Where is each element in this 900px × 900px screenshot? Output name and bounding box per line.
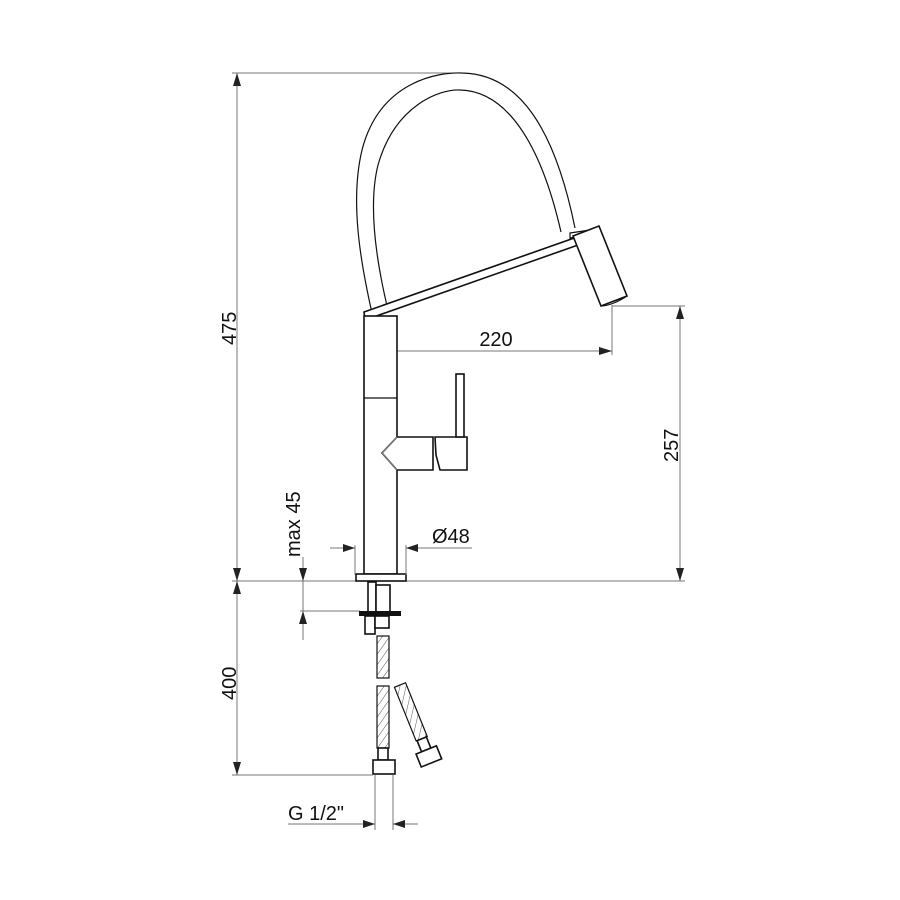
- label-base-diameter: Ø48: [432, 526, 470, 548]
- label-spout-outlet-height: 257: [661, 429, 683, 462]
- label-overall-height: 475: [219, 312, 241, 345]
- spout-arm: [363, 228, 599, 322]
- mounting-assembly: [359, 581, 401, 635]
- dimension-overall-height: 475: [219, 72, 465, 581]
- dimension-base-diameter: Ø48: [330, 526, 472, 575]
- label-spout-reach: 220: [479, 329, 512, 351]
- dimension-hose-length: 400: [219, 581, 373, 776]
- lever-handle: [380, 373, 468, 471]
- label-max-deck-thickness: max 45: [283, 491, 305, 557]
- spout-hose: [355, 72, 576, 314]
- flexible-hoses: [372, 635, 443, 775]
- label-hose-length: 400: [219, 667, 241, 700]
- dimension-max-deck-thickness: max 45: [283, 491, 360, 640]
- dimension-spout-outlet-height: 257: [612, 305, 685, 581]
- spray-head: [571, 224, 629, 308]
- label-connection-thread: G 1/2": [288, 803, 344, 825]
- dimension-connection-thread: G 1/2": [288, 775, 418, 830]
